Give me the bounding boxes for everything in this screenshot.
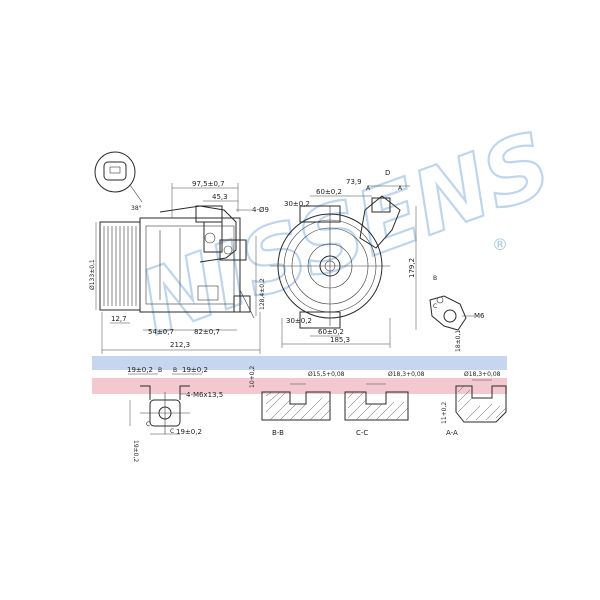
label-D: D xyxy=(385,169,390,177)
dim-phi18-3-aa: Ø18,3+0,08 xyxy=(464,371,501,378)
dim-12-7: 12,7 xyxy=(111,315,127,323)
flange-view: 19±0,2 19±0,2 B B 4-M6x13,5 C C 19±0,2 1… xyxy=(127,366,223,462)
pink-band xyxy=(92,378,507,394)
section-bb-label: B-B xyxy=(272,429,284,437)
dim-179-2: 179,2 xyxy=(408,258,416,278)
dim-4-phi9: 4-Ø9 xyxy=(252,206,269,214)
dim-m6: M6 xyxy=(474,312,485,320)
dim-19-right: 19±0,2 xyxy=(182,366,208,374)
pulley-grooves xyxy=(103,226,137,306)
dim-11: 11+0,2 xyxy=(441,402,448,424)
dim-19-left: 19±0,2 xyxy=(127,366,153,374)
label-B1: B xyxy=(158,367,162,374)
label-A-top2: A xyxy=(398,185,403,192)
section-aa: Ø18,3+0,08 11+0,2 A-A xyxy=(441,371,507,437)
registered-mark: ® xyxy=(492,235,508,254)
compressor-body xyxy=(139,217,241,313)
label-B2: B xyxy=(173,367,177,374)
dim-10: 10+0,2 xyxy=(249,366,256,388)
dim-18: 18±0,1 xyxy=(455,330,462,352)
front-view: 73,9 60±0,2 30±0,2 179,2 30±0,2 60±0,2 1… xyxy=(270,169,437,348)
dim-phi133: Ø133±0,1 xyxy=(89,259,96,290)
section-cc-label: C-C xyxy=(356,429,368,437)
dim-82: 82±0,7 xyxy=(194,328,220,336)
section-bb: 10+0,2 Ø15,5+0,08 B-B xyxy=(249,366,345,437)
connector-detail xyxy=(94,151,143,203)
dim-128-4: 128,4±0,2 xyxy=(259,278,266,310)
dim-73-9: 73,9 xyxy=(346,178,362,186)
dim-54: 54±0,7 xyxy=(148,328,174,336)
label-A-top: A xyxy=(366,185,371,192)
watermark-text: NISSENS xyxy=(127,112,564,355)
label-C1: C xyxy=(146,421,150,428)
dim-185-3: 185,3 xyxy=(330,336,350,344)
dim-phi18-3-cc: Ø18,3+0,08 xyxy=(388,371,425,378)
dim-212-3: 212,3 xyxy=(170,341,190,349)
dim-60-top: 60±0,2 xyxy=(316,188,342,196)
section-aa-label: A-A xyxy=(446,429,458,437)
nissens-watermark: NISSENS xyxy=(126,111,565,356)
dim-m6x13-5: 4-M6x13,5 xyxy=(186,391,223,399)
port-detail: M6 18±0,1 xyxy=(429,295,485,352)
section-cc: Ø18,3+0,08 C-C xyxy=(344,371,425,437)
dim-30-bot: 30±0,2 xyxy=(286,317,312,325)
dim-30-top: 30±0,2 xyxy=(284,200,310,208)
side-view: 97,5±0,7 45,3 4-Ø9 38° Ø133±0,1 128,4±0,… xyxy=(89,151,269,354)
dim-45-3: 45,3 xyxy=(212,193,228,201)
dim-phi15-5: Ø15,5+0,08 xyxy=(308,371,345,378)
label-C-top: C xyxy=(433,303,437,310)
blue-band xyxy=(92,356,507,370)
dim-97-5: 97,5±0,7 xyxy=(192,180,225,188)
dim-19-side: 19±0,2 xyxy=(132,440,139,462)
dim-60-bot: 60±0,2 xyxy=(318,328,344,336)
dim-19-bottom: 19±0,2 xyxy=(176,428,202,436)
dim-38-deg: 38° xyxy=(131,205,142,212)
label-B-top: B xyxy=(433,275,437,282)
label-C2: C xyxy=(170,428,174,435)
